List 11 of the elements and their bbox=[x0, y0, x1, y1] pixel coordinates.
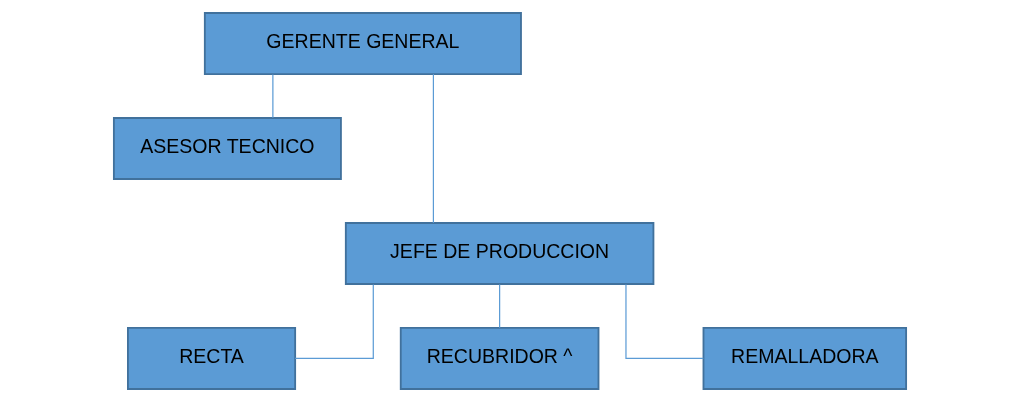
connector bbox=[294, 283, 374, 360]
node-box: REMALLADORA bbox=[702, 327, 907, 390]
connector bbox=[624, 283, 704, 360]
connector bbox=[432, 73, 434, 224]
connector bbox=[271, 73, 273, 119]
node-box: ASESOR TECNICO bbox=[112, 117, 342, 180]
node-box: JEFE DE PRODUCCION bbox=[344, 222, 654, 285]
node-box: RECTA bbox=[126, 327, 296, 390]
node-box: RECUBRIDOR ^ bbox=[399, 327, 599, 390]
node-box: GERENTE GENERAL bbox=[203, 12, 522, 75]
connector bbox=[498, 283, 500, 329]
